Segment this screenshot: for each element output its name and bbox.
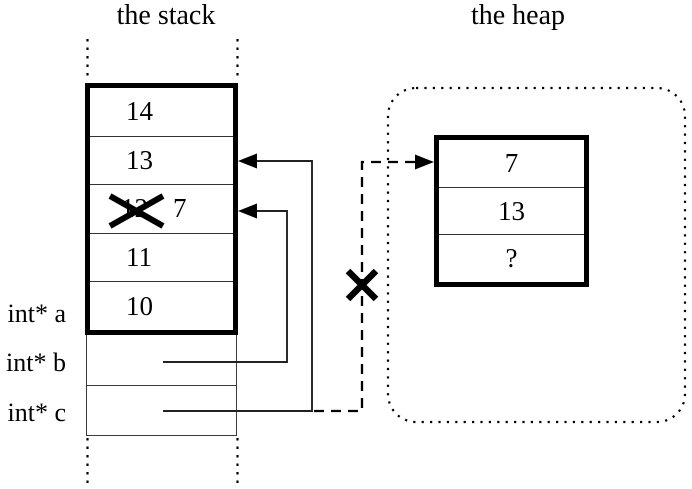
heap-cell-value: 7 [504,147,519,178]
heap-cell-13: 13 [439,186,584,235]
x-mark-dangling-pointer [345,268,379,302]
pointer-var-slot-b [87,335,236,385]
pointer-var-slot-c [87,384,236,436]
connector-c-arrowhead [238,153,257,169]
dangling-pointer-arrowhead [415,154,434,170]
heap-title: the heap [470,0,566,31]
stack-cell-10: 10 [90,281,233,330]
heap-cell-value: 13 [498,195,525,226]
pointer-variable-rows [86,335,237,436]
crossed-out-value: 12 [121,193,148,224]
stack-cell-14: 14 [90,88,233,136]
var-label-int-a: int* a [7,299,67,328]
connector-b-arrowhead [238,203,257,219]
var-label-int-b: int* b [6,348,66,377]
replacement-value: 7 [173,193,187,224]
stack-cell-value: 14 [126,96,153,127]
stack-cell-value: 10 [126,290,153,321]
var-label-int-c: int* c [7,398,67,427]
stack-cell-value: 11 [126,242,152,273]
heap-cell-question: ? [439,234,584,282]
stack-cell-11: 11 [90,232,233,282]
heap-cell-7: 7 [439,140,584,187]
stack-cell-12-overwritten: 12 7 [90,184,233,233]
stack-cell-13: 13 [90,135,233,185]
stack-frame-box: 14 13 12 7 11 10 [85,83,238,335]
dangling-pointer-dashed-line [314,160,416,413]
stack-title: the stack [116,0,216,31]
heap-cell-value: ? [505,243,518,274]
heap-block-box: 7 13 ? [434,135,589,287]
stack-cell-value: 13 [126,144,153,175]
